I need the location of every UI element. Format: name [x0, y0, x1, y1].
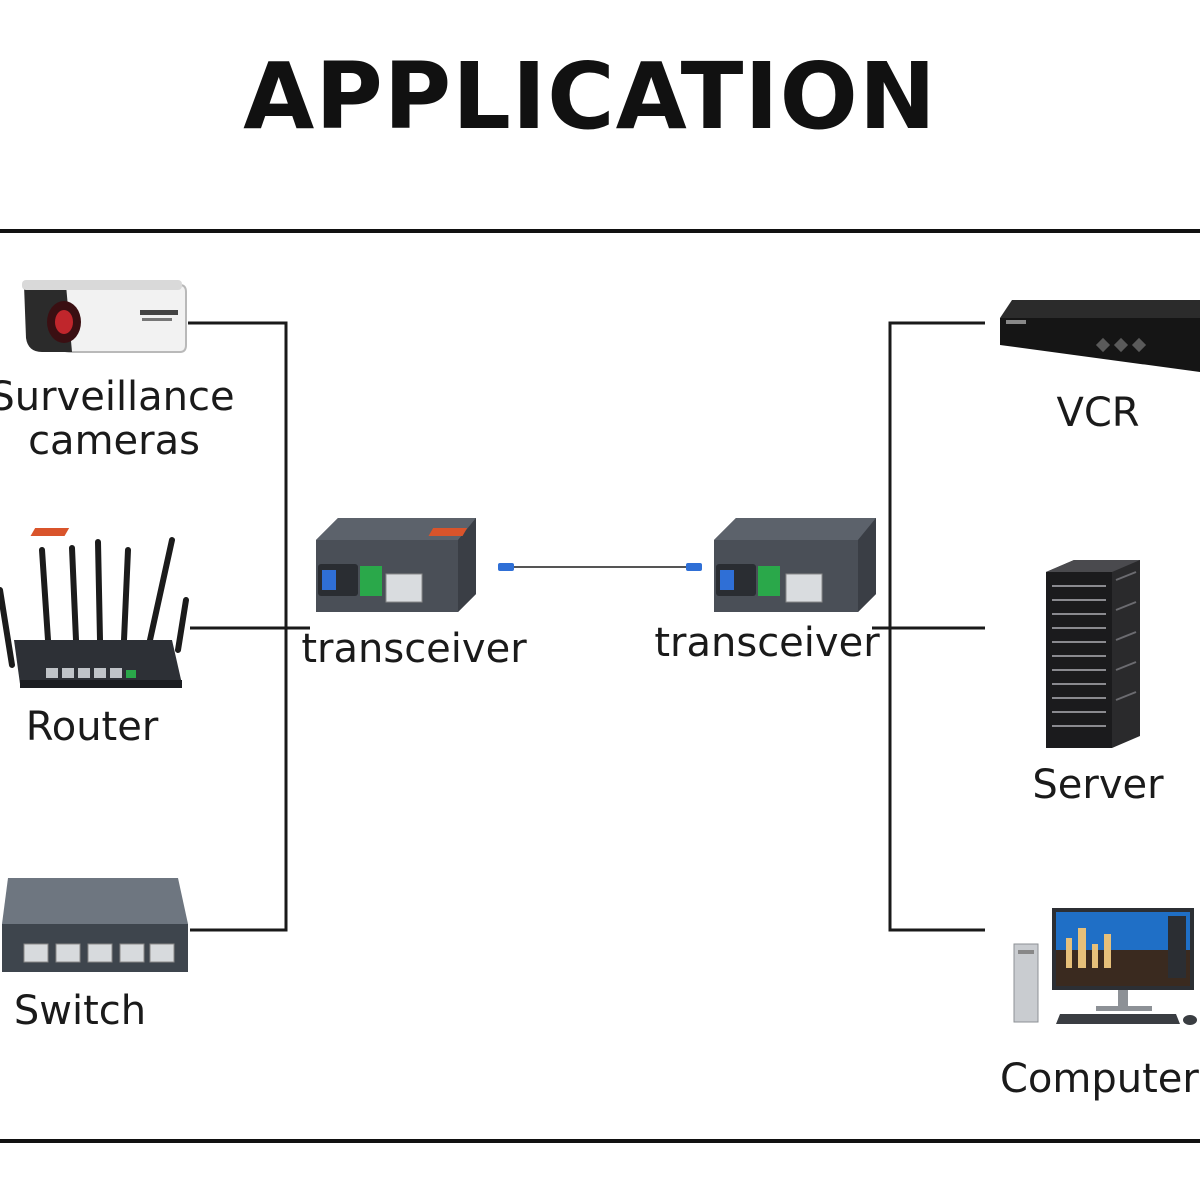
server-rack-icon	[1046, 560, 1140, 748]
right-transceiver-icon	[428, 518, 876, 612]
computer-label: Computer	[1000, 1056, 1199, 1102]
vcr-label: VCR	[1056, 390, 1139, 436]
surveillance-cameras-label-line2: cameras	[28, 418, 200, 464]
switch-label: Switch	[14, 988, 146, 1034]
router-label: Router	[26, 704, 159, 750]
left-transceiver-label: transceiver	[301, 626, 527, 672]
left-bus-wires	[188, 321, 310, 932]
page-title: APPLICATION	[243, 43, 937, 150]
fiber-optic-cable-icon	[498, 563, 702, 571]
surveillance-cameras-label-line1: Surveillance	[0, 374, 235, 420]
router-icon	[0, 537, 189, 688]
right-transceiver-label: transceiver	[654, 620, 880, 666]
network-switch-icon	[2, 878, 188, 972]
surveillance-camera-icon	[22, 280, 187, 353]
right-bus-wires	[872, 321, 985, 932]
vcr-recorder-icon	[1000, 300, 1200, 372]
server-label: Server	[1032, 762, 1164, 808]
desktop-computer-icon	[1013, 908, 1197, 1025]
